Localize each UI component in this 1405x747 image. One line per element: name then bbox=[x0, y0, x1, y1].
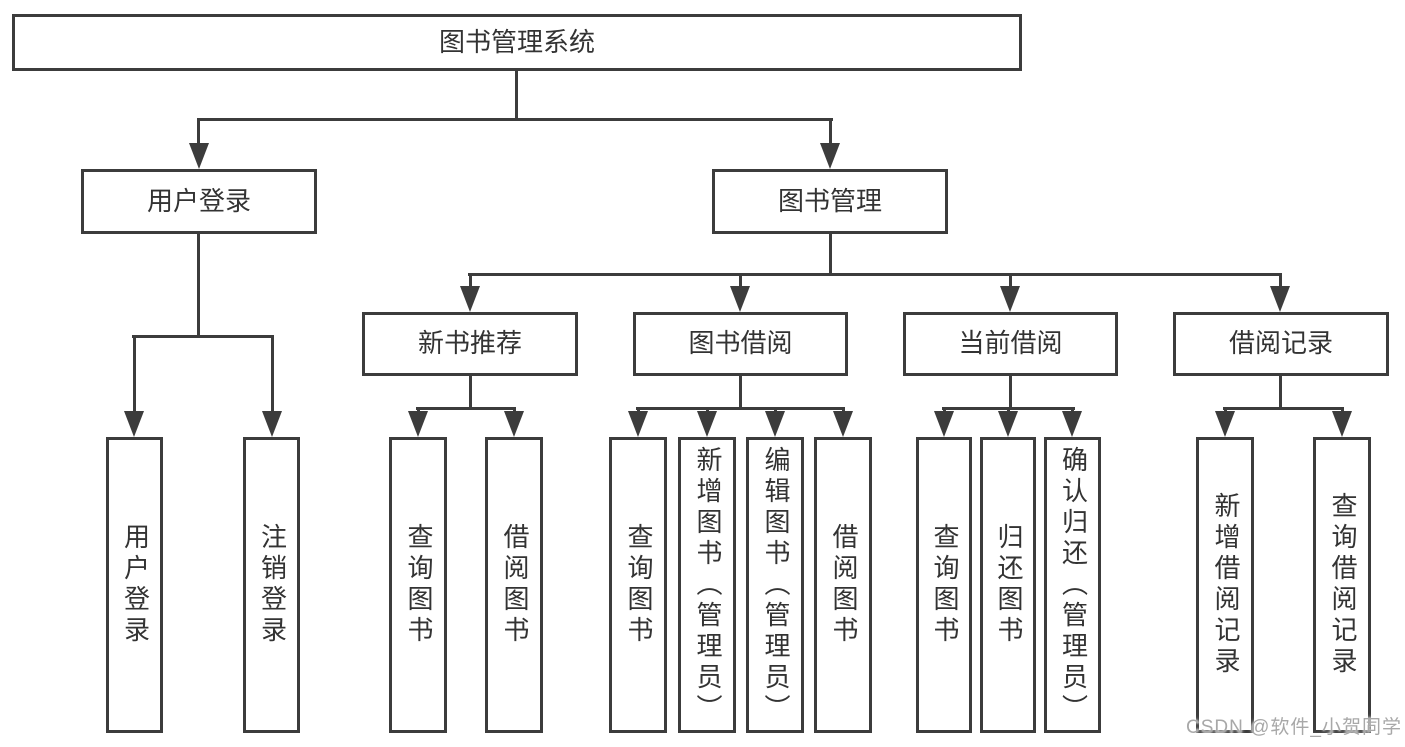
connector-line bbox=[469, 273, 472, 289]
node-library-system: 图书管理系统 bbox=[12, 14, 1022, 71]
connector-arrow bbox=[628, 411, 648, 437]
connector-line bbox=[1009, 273, 1012, 289]
node-user-login-action: 用户登录 bbox=[106, 437, 163, 733]
connector-arrow bbox=[504, 411, 524, 437]
connector-line bbox=[829, 118, 832, 148]
node-current-borrow: 当前借阅 bbox=[903, 312, 1118, 376]
connector-line bbox=[468, 273, 1282, 276]
node-book-management: 图书管理 bbox=[712, 169, 948, 234]
node-book-borrow: 图书借阅 bbox=[633, 312, 848, 376]
connector-line bbox=[739, 273, 742, 289]
connector-arrow bbox=[730, 286, 750, 312]
connector-line bbox=[132, 335, 274, 338]
connector-arrow bbox=[820, 143, 840, 169]
connector-arrow bbox=[124, 411, 144, 437]
node-nbr-query-books: 查询图书 bbox=[389, 437, 447, 733]
node-cb-confirm-return-admin: 确认归还（管理员） bbox=[1044, 437, 1101, 733]
connector-arrow bbox=[934, 411, 954, 437]
connector-arrow bbox=[1270, 286, 1290, 312]
node-bb-query-books: 查询图书 bbox=[609, 437, 667, 733]
connector-line bbox=[1279, 376, 1282, 410]
connector-arrow bbox=[1215, 411, 1235, 437]
node-nbr-borrow-books: 借阅图书 bbox=[485, 437, 543, 733]
connector-line bbox=[1279, 273, 1282, 289]
node-logout-action: 注销登录 bbox=[243, 437, 300, 733]
connector-arrow bbox=[833, 411, 853, 437]
node-br-query-record: 查询借阅记录 bbox=[1313, 437, 1371, 733]
connector-arrow bbox=[262, 411, 282, 437]
connector-arrow bbox=[189, 143, 209, 169]
csdn-watermark: CSDN @软件_小贺同学 bbox=[1186, 717, 1402, 738]
connector-line bbox=[197, 118, 200, 148]
connector-line bbox=[133, 335, 136, 415]
connector-line bbox=[515, 71, 518, 121]
connector-line bbox=[829, 234, 832, 276]
connector-arrow bbox=[1000, 286, 1020, 312]
connector-arrow bbox=[765, 411, 785, 437]
node-bb-edit-books-admin: 编辑图书（管理员） bbox=[746, 437, 804, 733]
connector-line bbox=[636, 407, 845, 410]
connector-line bbox=[416, 407, 516, 410]
connector-arrow bbox=[1062, 411, 1082, 437]
connector-arrow bbox=[408, 411, 428, 437]
node-bb-borrow-books: 借阅图书 bbox=[814, 437, 872, 733]
connector-arrow bbox=[460, 286, 480, 312]
connector-line bbox=[469, 376, 472, 410]
connector-line bbox=[271, 335, 274, 415]
connector-arrow bbox=[998, 411, 1018, 437]
node-borrow-records: 借阅记录 bbox=[1173, 312, 1389, 376]
connector-line bbox=[1009, 376, 1012, 410]
connector-arrow bbox=[697, 411, 717, 437]
node-new-book-recommend: 新书推荐 bbox=[362, 312, 578, 376]
node-br-add-record: 新增借阅记录 bbox=[1196, 437, 1254, 733]
node-cb-return-books: 归还图书 bbox=[980, 437, 1036, 733]
connector-line bbox=[197, 234, 200, 338]
connector-line bbox=[1223, 407, 1344, 410]
node-cb-query-books: 查询图书 bbox=[916, 437, 972, 733]
node-bb-add-books-admin: 新增图书（管理员） bbox=[678, 437, 736, 733]
connector-arrow bbox=[1332, 411, 1352, 437]
connector-line bbox=[197, 118, 833, 121]
node-user-login: 用户登录 bbox=[81, 169, 317, 234]
connector-line bbox=[739, 376, 742, 410]
